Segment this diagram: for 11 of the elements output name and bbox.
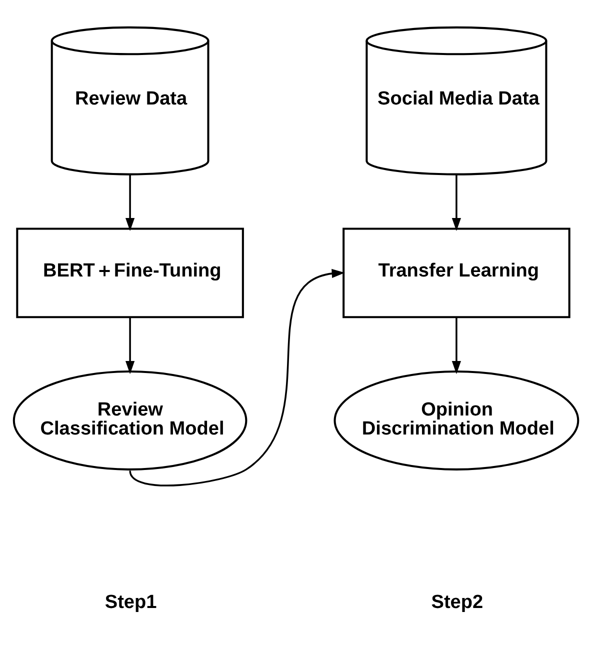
label: Step2 [431, 591, 484, 612]
arrow [452, 316, 462, 374]
arrow [125, 174, 135, 231]
node-ellipse: Review Classification Model [12, 370, 248, 470]
arrow [129, 268, 345, 486]
node-ellipse: Opinion Discrimination Model [334, 370, 580, 470]
node-box: Transfer Learning [342, 227, 570, 318]
arrow [452, 174, 462, 231]
arrow [125, 316, 135, 374]
node-box: BERT＋Fine-Tuning [16, 227, 244, 318]
label: Step1 [104, 591, 157, 612]
